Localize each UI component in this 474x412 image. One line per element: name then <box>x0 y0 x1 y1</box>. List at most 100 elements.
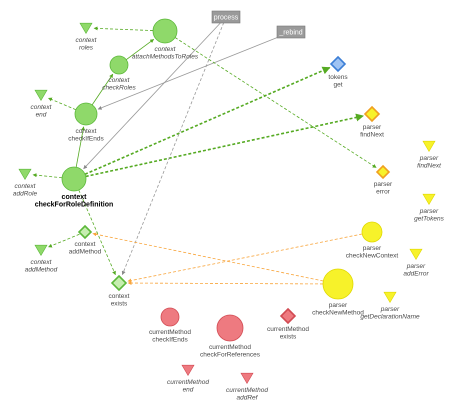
node-label-line: context <box>15 183 37 190</box>
node-triangle-shape <box>18 168 32 180</box>
node-diamond-shape <box>110 274 128 292</box>
node-triangle-shape <box>181 364 195 376</box>
node-label-line: error <box>376 189 391 196</box>
tag-rebind[interactable]: _rebind <box>276 25 306 39</box>
node-label-line: get <box>333 82 342 89</box>
edge-context_checkForRoleDefinition-to-context_checkIfEnds <box>75 126 85 168</box>
node-label-line: checkForReferences <box>200 352 261 359</box>
tag-label: _rebind <box>278 30 302 37</box>
edge-tag_rebind-to-context_checkIfEnds <box>97 33 286 110</box>
edge-parser_checkNewMethod-to-context_exists <box>127 281 324 286</box>
edge-context_attach-to-context_roles <box>93 26 154 31</box>
node-label-line: context <box>75 241 96 248</box>
node-label-line: currentMethod <box>267 326 309 333</box>
node-label-line: roles <box>79 45 94 52</box>
edge-context_checkIfEnds-to-context_end <box>48 97 77 111</box>
edge-context_checkForRoleDefinition-to-parser_findNext <box>85 113 364 178</box>
tag-box <box>211 10 241 24</box>
node-label-line: currentMethod <box>167 379 209 386</box>
node-circle-shape <box>152 18 178 44</box>
node-circle-shape <box>216 314 244 342</box>
node-label-line: context <box>31 104 53 111</box>
node-label-line: currentMethod <box>226 387 268 394</box>
node-triangle-shape <box>34 89 48 101</box>
node-label-line: exists <box>111 301 128 308</box>
node-label-line: parser <box>380 306 400 313</box>
node-label-line: checkIfEnds <box>152 337 188 344</box>
node-label-line: checkNewContext <box>346 253 399 260</box>
node-label-line: context <box>76 128 97 135</box>
node-diamond-shape <box>329 55 347 73</box>
node-label-line: end <box>183 387 194 394</box>
edge-tag_process-to-context_checkForRoleDefinition <box>83 21 223 170</box>
node-label-line: addMethod <box>69 249 102 256</box>
node-diamond-shape <box>77 224 93 240</box>
node-label-line: context <box>62 194 88 201</box>
node-label-line: addMethod <box>25 267 58 274</box>
node-triangle-shape <box>79 22 93 34</box>
node-label-line: end <box>36 112 47 119</box>
node-diamond-shape <box>375 164 391 180</box>
node-diamond-shape <box>363 105 381 123</box>
edge-context_checkForRoleDefinition-to-context_addRole <box>32 173 63 179</box>
node-triangle-shape <box>240 372 254 384</box>
node-label-line: addRef <box>237 395 259 402</box>
edge-context_checkRoles-to-context_attach <box>125 38 155 60</box>
node-triangle-shape <box>34 244 48 256</box>
node-label-line: getTokens <box>414 216 445 223</box>
tag-label: process <box>214 15 239 22</box>
node-circle-shape <box>74 102 98 126</box>
node-label-line: context <box>31 259 53 266</box>
edge-context_checkForRoleDefinition-to-tokens_get <box>84 66 331 175</box>
node-label-line: findNext <box>360 132 384 139</box>
node-circle-shape <box>160 307 180 327</box>
node-label-line: parser <box>363 124 382 131</box>
node-label-line: parser <box>329 302 348 309</box>
edge-context_addMethod-to-context_addMethod_tri <box>48 233 80 248</box>
edge-tag_process-to-context_exists <box>121 22 225 276</box>
node-label-line: tokens <box>328 74 348 81</box>
tag-box <box>276 25 306 39</box>
tags-layer: process _rebind <box>211 10 306 39</box>
node-diamond-shape <box>279 307 297 325</box>
tag-process[interactable]: process <box>211 10 241 24</box>
node-label-line: checkNewMethod <box>312 310 364 317</box>
node-circle-shape <box>109 55 129 75</box>
edge-context_checkIfEnds-to-context_checkRoles <box>91 73 114 106</box>
node-circle-shape <box>361 221 383 243</box>
node-label-line: getDeclarationName <box>360 314 420 321</box>
node-triangle-shape <box>383 291 397 303</box>
node-label-line: checkIfEnds <box>68 136 104 143</box>
node-label-line: currentMethod <box>209 344 251 351</box>
node-label-line: findNext <box>417 163 442 170</box>
node-label-line: exists <box>280 334 297 341</box>
node-label-line: addError <box>403 271 429 278</box>
node-label-line: parser <box>419 208 439 215</box>
